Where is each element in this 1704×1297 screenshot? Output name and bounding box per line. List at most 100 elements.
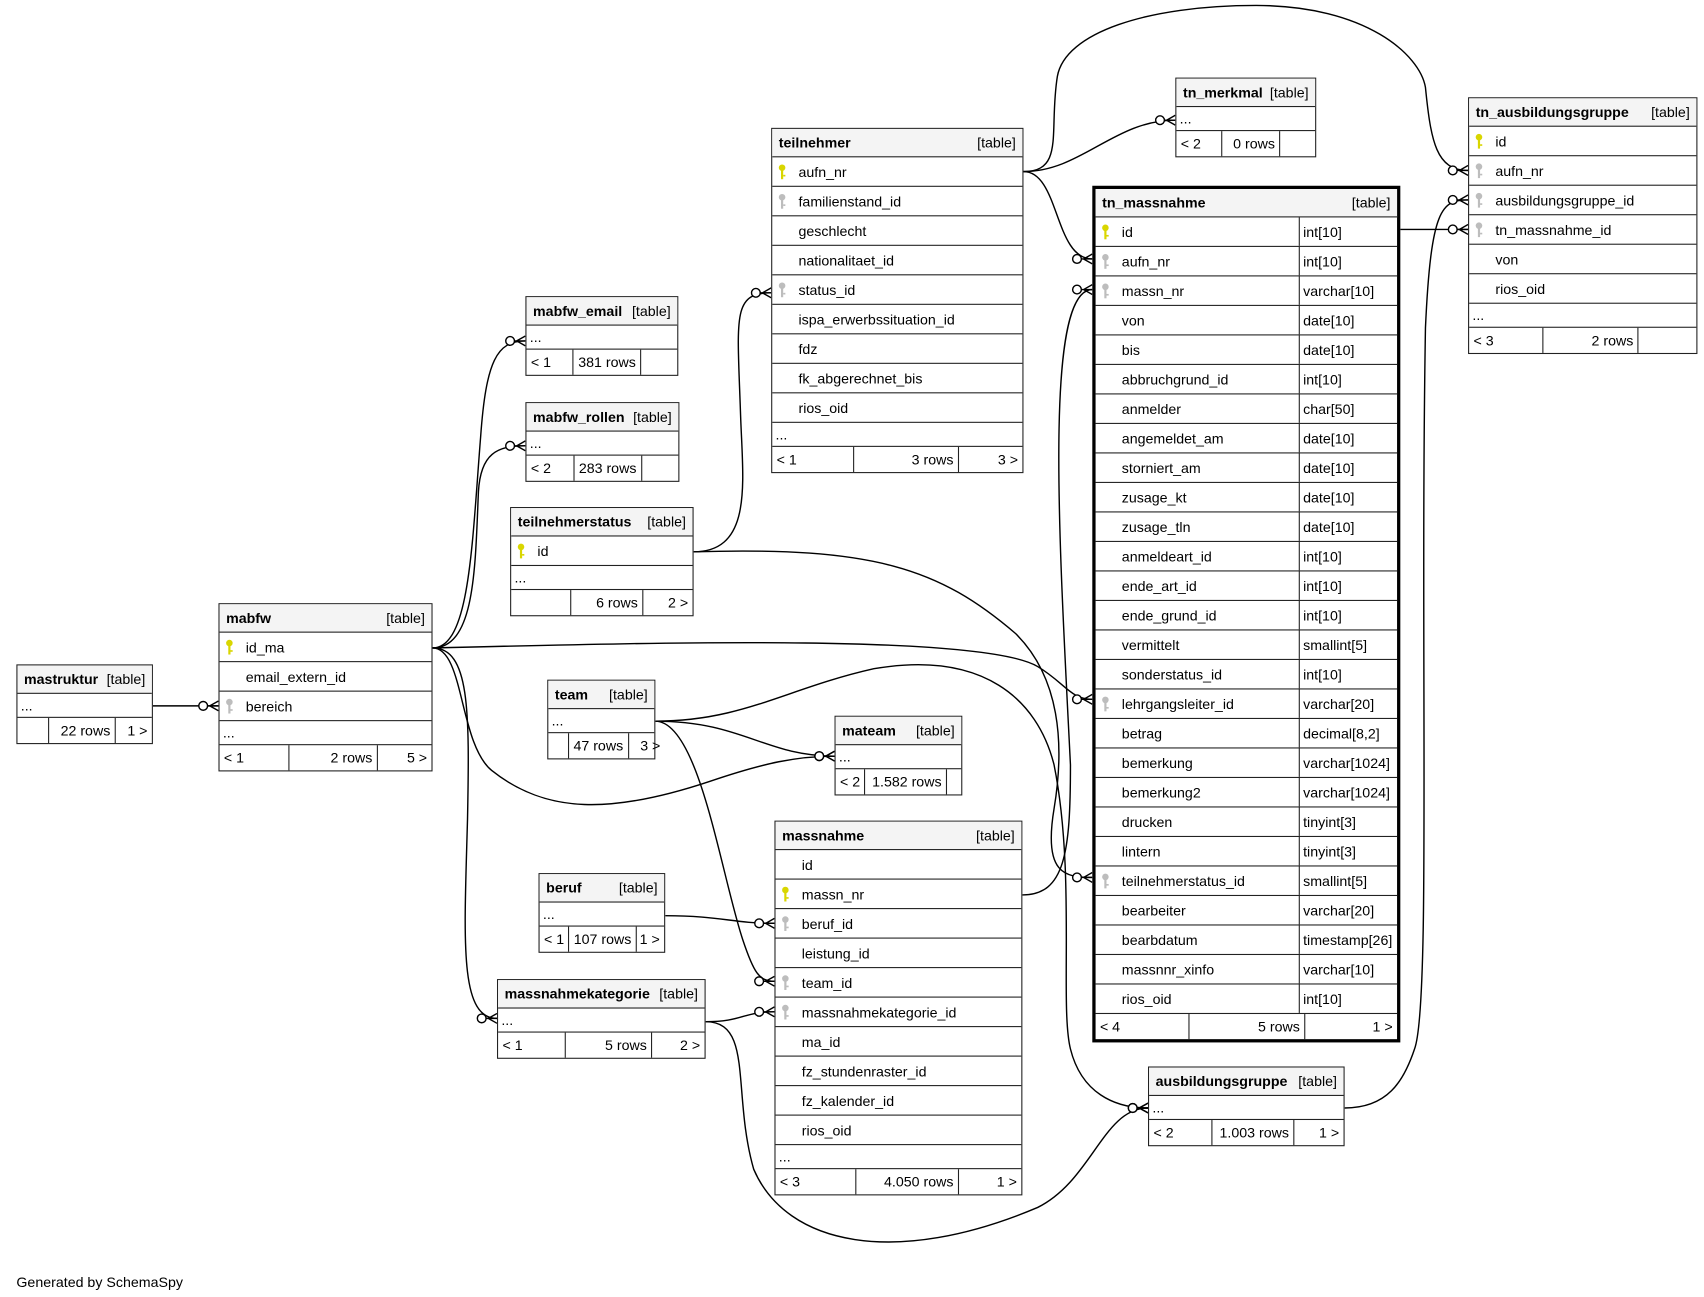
children-link[interactable]: 3 > xyxy=(957,446,1023,473)
column-row[interactable]: id xyxy=(511,537,693,567)
column-row[interactable]: ausbildungsgruppe_id xyxy=(1469,186,1697,216)
column-row[interactable]: fz_stundenraster_id xyxy=(775,1057,1022,1087)
more-columns-row[interactable]: ... xyxy=(526,326,678,350)
table-header[interactable]: beruf[table] xyxy=(539,874,665,903)
column-row[interactable]: fk_abgerechnet_bis xyxy=(772,364,1023,394)
table-name[interactable]: tn_massnahme xyxy=(1102,194,1206,211)
table-header[interactable]: mastruktur[table] xyxy=(17,665,152,694)
more-columns-row[interactable]: ... xyxy=(772,423,1023,447)
table-name[interactable]: teilnehmerstatus xyxy=(517,513,632,530)
table-header[interactable]: mabfw_rollen[table] xyxy=(526,403,679,432)
parents-link[interactable]: < 2 xyxy=(1153,1124,1174,1141)
parents-link[interactable]: < 2 xyxy=(1180,135,1201,152)
parents-link[interactable]: < 2 xyxy=(530,460,551,477)
parents-link[interactable]: < 1 xyxy=(776,451,797,468)
column-row[interactable]: aufn_nr xyxy=(772,157,1023,187)
more-columns-row[interactable]: ... xyxy=(1149,1096,1344,1121)
more-columns-row[interactable]: ... xyxy=(511,566,693,591)
more-columns-row[interactable]: ... xyxy=(219,721,432,746)
column-row[interactable]: fz_kalender_id xyxy=(775,1086,1022,1116)
table-header[interactable]: team[table] xyxy=(548,680,655,710)
more-columns-row[interactable]: ... xyxy=(526,432,679,456)
column-row[interactable]: von xyxy=(1469,245,1697,275)
table-name[interactable]: mateam xyxy=(842,722,896,739)
table-header[interactable]: teilnehmerstatus[table] xyxy=(511,508,693,537)
table-header[interactable]: massnahme[table] xyxy=(775,821,1022,851)
children-link[interactable]: 2 > xyxy=(651,1032,704,1058)
table-name[interactable]: team xyxy=(554,686,589,703)
parents-link[interactable]: < 1 xyxy=(530,354,551,371)
column-row[interactable]: nationalitaet_id xyxy=(772,246,1023,276)
more-columns-row[interactable]: ... xyxy=(539,903,665,927)
parents-link[interactable]: < 3 xyxy=(1473,332,1494,349)
table-name[interactable]: massnahmekategorie xyxy=(504,985,650,1003)
column-row[interactable]: id xyxy=(775,850,1022,880)
table-name[interactable]: mastruktur xyxy=(24,670,99,688)
column-row[interactable]: rios_oid xyxy=(775,1116,1022,1146)
table-header[interactable]: mabfw_email[table] xyxy=(526,297,678,326)
column-row[interactable]: status_id xyxy=(772,275,1023,305)
children-link[interactable]: 5 > xyxy=(376,745,432,771)
column-row[interactable]: massn_nr xyxy=(775,880,1022,910)
table-name[interactable]: mabfw_rollen xyxy=(533,408,625,426)
table-name[interactable]: teilnehmer xyxy=(778,134,851,151)
column-row[interactable]: id xyxy=(1469,127,1697,157)
parents-link[interactable]: < 2 xyxy=(839,773,861,791)
column-row[interactable]: bereich xyxy=(219,692,432,722)
more-columns-row[interactable]: ... xyxy=(498,1009,705,1033)
column-row[interactable]: tn_massnahme_id xyxy=(1469,215,1697,245)
parents-link[interactable]: < 1 xyxy=(223,749,245,766)
column-row[interactable]: rios_oid xyxy=(1469,274,1697,304)
children-link[interactable]: 1 > xyxy=(114,717,152,744)
children-link[interactable]: 1 > xyxy=(1304,1014,1397,1040)
column-row[interactable]: leistung_id xyxy=(775,939,1022,969)
column-row[interactable]: massnahmekategorie_id xyxy=(775,998,1022,1028)
column-row[interactable]: fdz xyxy=(772,334,1023,364)
table-header[interactable]: tn_ausbildungsgruppe[table] xyxy=(1469,98,1697,127)
column-row[interactable]: beruf_id xyxy=(775,909,1022,939)
table-name[interactable]: beruf xyxy=(546,879,582,897)
column-row[interactable]: geschlecht xyxy=(772,216,1023,246)
column-row[interactable]: ma_id xyxy=(775,1027,1022,1057)
more-columns-row[interactable]: ... xyxy=(17,694,152,718)
column-row[interactable]: ispa_erwerbssituation_id xyxy=(772,305,1023,335)
more-columns-row[interactable]: ... xyxy=(835,745,962,770)
parents-link[interactable]: < 3 xyxy=(779,1173,801,1190)
column-row[interactable]: rios_oid xyxy=(772,393,1023,423)
children-link[interactable]: 1 > xyxy=(1293,1120,1343,1146)
table-header[interactable]: mabfw[table] xyxy=(219,604,432,633)
children-link[interactable]: 1 > xyxy=(957,1169,1021,1195)
children-link[interactable]: 3 > xyxy=(627,733,665,759)
